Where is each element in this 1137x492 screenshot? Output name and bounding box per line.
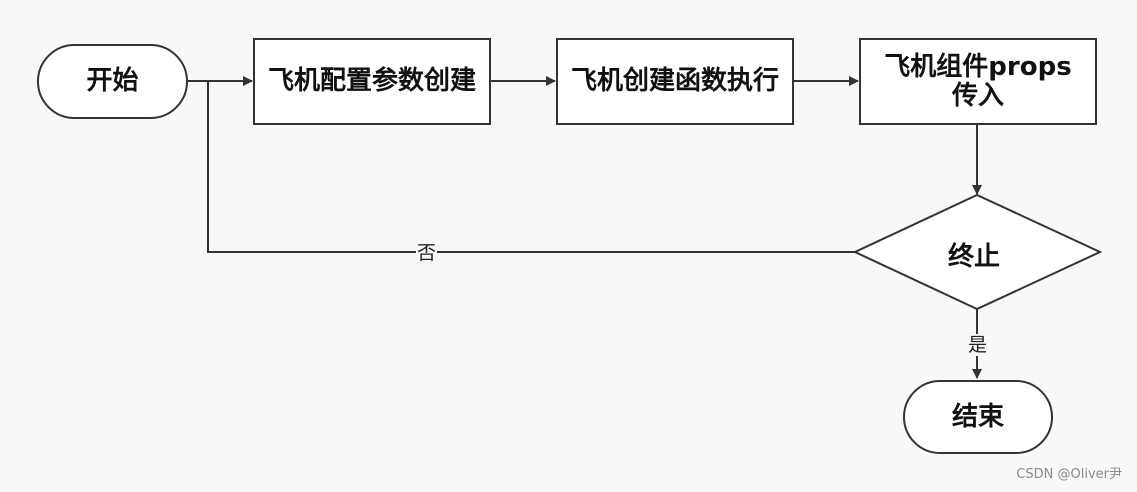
start-node: 开始 bbox=[37, 44, 188, 119]
create-node-label: 飞机创建函数执行 bbox=[570, 66, 779, 96]
edge-decision-no-loop bbox=[207, 81, 855, 253]
decision-diamond bbox=[852, 193, 1103, 311]
end-node-label: 结束 bbox=[951, 401, 1004, 432]
create-node: 飞机创建函数执行 bbox=[556, 38, 794, 125]
config-node-label: 飞机配置参数创建 bbox=[267, 66, 476, 96]
decision-node-label: 终止 bbox=[948, 242, 1001, 272]
watermark: CSDN @Oliver尹 bbox=[1016, 467, 1122, 482]
end-node: 结束 bbox=[903, 380, 1053, 454]
edge-label-yes: 是 bbox=[967, 334, 989, 356]
props-node-label: 飞机组件props传入 bbox=[884, 51, 1072, 111]
edge-label-no: 否 bbox=[416, 242, 438, 264]
config-node: 飞机配置参数创建 bbox=[253, 38, 491, 125]
props-node: 飞机组件props传入 bbox=[859, 38, 1097, 125]
start-node-label: 开始 bbox=[86, 66, 139, 96]
